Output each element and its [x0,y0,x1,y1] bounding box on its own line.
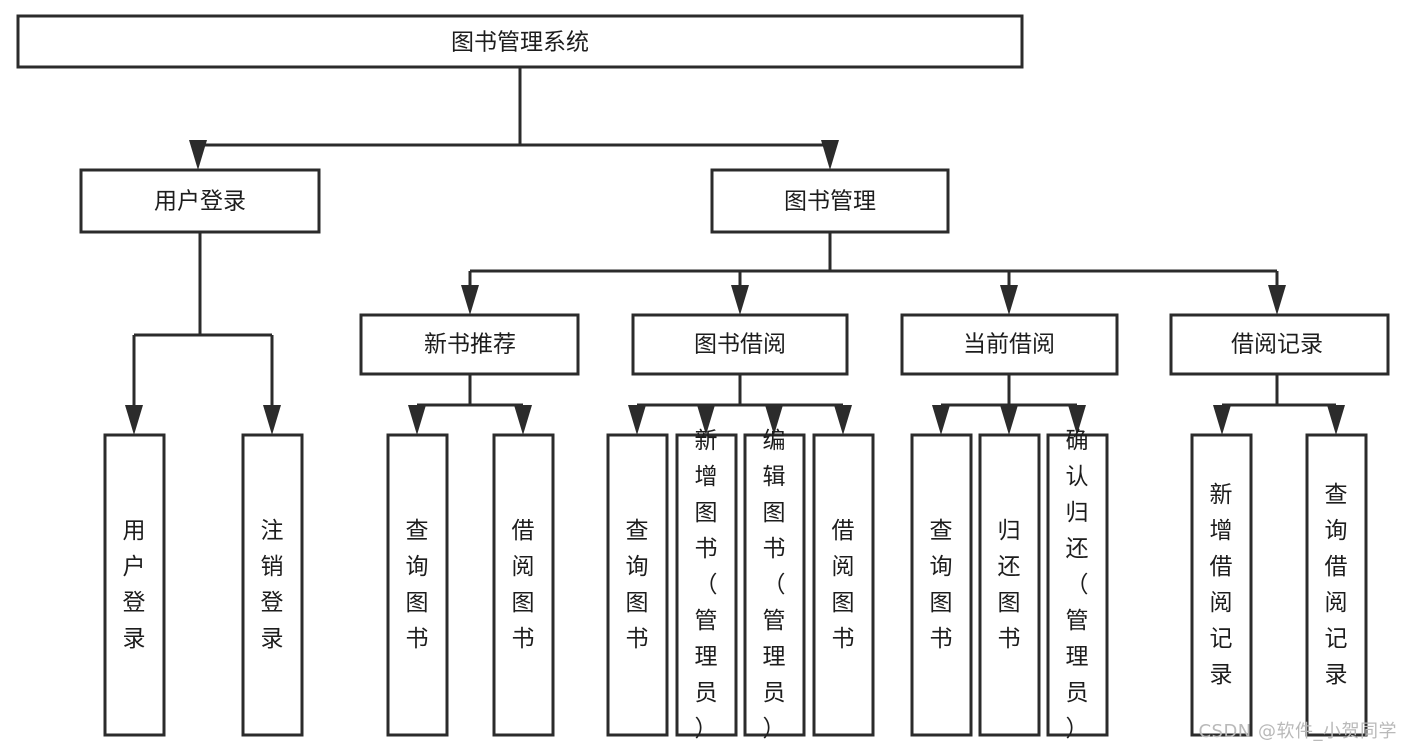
node-borrow-record-label: 借阅记录 [1231,332,1323,358]
node-leaf-query-record-box[interactable] [1305,433,1368,737]
node-leaf-user-login-label: 用户登录 [123,518,146,652]
node-leaf-query-book-1[interactable]: 查询图书 [386,433,449,737]
arrow-to-leaf-borrow-book-2 [834,405,852,435]
node-leaf-edit-book-label: 编辑图书（管理员） [763,428,786,742]
node-current-borrow-box[interactable] [900,313,1119,376]
node-root[interactable]: 图书管理系统 [16,14,1024,69]
arrow-to-leaf-query-book-1 [408,405,426,435]
node-book-borrow[interactable]: 图书借阅 [631,313,849,376]
node-leaf-return-book-box[interactable] [978,433,1041,737]
node-leaf-confirm-return[interactable]: 确认归还（管理员） [1046,428,1109,742]
edge-group-new-book-recommend [408,374,532,435]
node-leaf-add-book-box[interactable] [675,433,738,737]
node-leaf-query-book-3-label: 查询图书 [930,518,953,652]
node-leaf-confirm-return-box[interactable] [1046,433,1109,737]
node-user-login[interactable]: 用户登录 [79,168,321,234]
node-leaf-borrow-book-2-box[interactable] [812,433,875,737]
node-book-manage-box[interactable] [710,168,950,234]
node-leaf-query-book-2-box[interactable] [606,433,669,737]
node-leaf-borrow-book-2[interactable]: 借阅图书 [812,433,875,737]
node-leaf-add-record-box[interactable] [1190,433,1253,737]
node-leaf-user-login-box[interactable] [103,433,166,737]
node-leaf-add-record-label: 新增借阅记录 [1210,482,1233,688]
node-user-login-box[interactable] [79,168,321,234]
arrow-to-user-login [189,140,207,170]
node-leaf-query-book-3-box[interactable] [910,433,973,737]
arrow-to-book-borrow [731,285,749,315]
node-leaf-add-book[interactable]: 新增图书（管理员） [675,428,738,742]
node-leaf-query-book-1-box[interactable] [386,433,449,737]
node-leaf-logout-box[interactable] [241,433,304,737]
node-leaf-user-login[interactable]: 用户登录 [103,433,166,737]
node-borrow-record-box[interactable] [1169,313,1390,376]
node-leaf-edit-book[interactable]: 编辑图书（管理员） [743,428,806,742]
edge-group-book-manage [461,232,1286,315]
arrow-to-leaf-query-book-3 [932,405,950,435]
arrow-to-borrow-record [1268,285,1286,315]
node-current-borrow-label: 当前借阅 [963,332,1055,358]
node-current-borrow[interactable]: 当前借阅 [900,313,1119,376]
arrow-to-leaf-user-login [125,405,143,435]
arrow-to-leaf-query-book-2 [628,405,646,435]
arrow-to-leaf-query-record [1327,405,1345,435]
node-leaf-add-record[interactable]: 新增借阅记录 [1190,433,1253,737]
node-leaf-logout-label: 注销登录 [261,518,284,652]
node-leaf-query-record[interactable]: 查询借阅记录 [1305,433,1368,737]
node-book-manage-label: 图书管理 [784,189,876,215]
node-new-book-recommend-label: 新书推荐 [424,332,516,358]
node-leaf-borrow-book-1[interactable]: 借阅图书 [492,433,555,737]
node-leaf-logout[interactable]: 注销登录 [241,433,304,737]
node-leaf-query-book-3[interactable]: 查询图书 [910,433,973,737]
node-book-manage[interactable]: 图书管理 [710,168,950,234]
arrow-to-book-manage [821,140,839,170]
csdn-watermark: CSDN @软件_小贺同学 [1198,721,1397,742]
arrow-to-leaf-logout [263,405,281,435]
edge-group-root [189,67,839,170]
node-leaf-add-book-label: 新增图书（管理员） [695,428,718,742]
node-book-borrow-label: 图书借阅 [694,332,786,358]
node-user-login-label: 用户登录 [154,189,246,215]
node-leaf-return-book-label: 归还图书 [998,518,1021,652]
edge-group-borrow-record [1213,374,1345,435]
node-root-box[interactable] [16,14,1024,69]
node-leaf-borrow-book-1-label: 借阅图书 [512,518,535,652]
node-leaf-borrow-book-1-box[interactable] [492,433,555,737]
edge-group-book-borrow [628,374,852,435]
node-book-borrow-box[interactable] [631,313,849,376]
edge-group-current-borrow [932,374,1086,435]
arrow-to-leaf-add-record [1213,405,1231,435]
node-leaf-return-book[interactable]: 归还图书 [978,433,1041,737]
node-leaf-query-book-2[interactable]: 查询图书 [606,433,669,737]
node-leaf-query-book-2-label: 查询图书 [626,518,649,652]
node-new-book-recommend[interactable]: 新书推荐 [359,313,580,376]
edge-group-user-login [125,232,281,435]
arrow-to-leaf-borrow-book-1 [514,405,532,435]
arrow-to-leaf-return-book [1000,405,1018,435]
node-leaf-edit-book-box[interactable] [743,433,806,737]
node-leaf-confirm-return-label: 确认归还（管理员） [1066,428,1089,742]
arrow-to-leaf-confirm-return [1068,405,1086,435]
node-borrow-record[interactable]: 借阅记录 [1169,313,1390,376]
arrow-to-leaf-add-book [697,405,715,435]
arrow-to-new-book-recommend [461,285,479,315]
node-root-label: 图书管理系统 [451,30,589,56]
node-leaf-query-book-1-label: 查询图书 [406,518,429,652]
arrow-to-leaf-edit-book [765,405,783,435]
node-new-book-recommend-box[interactable] [359,313,580,376]
arrow-to-current-borrow [1000,285,1018,315]
node-leaf-query-record-label: 查询借阅记录 [1325,482,1348,688]
node-leaf-borrow-book-2-label: 借阅图书 [832,518,855,652]
